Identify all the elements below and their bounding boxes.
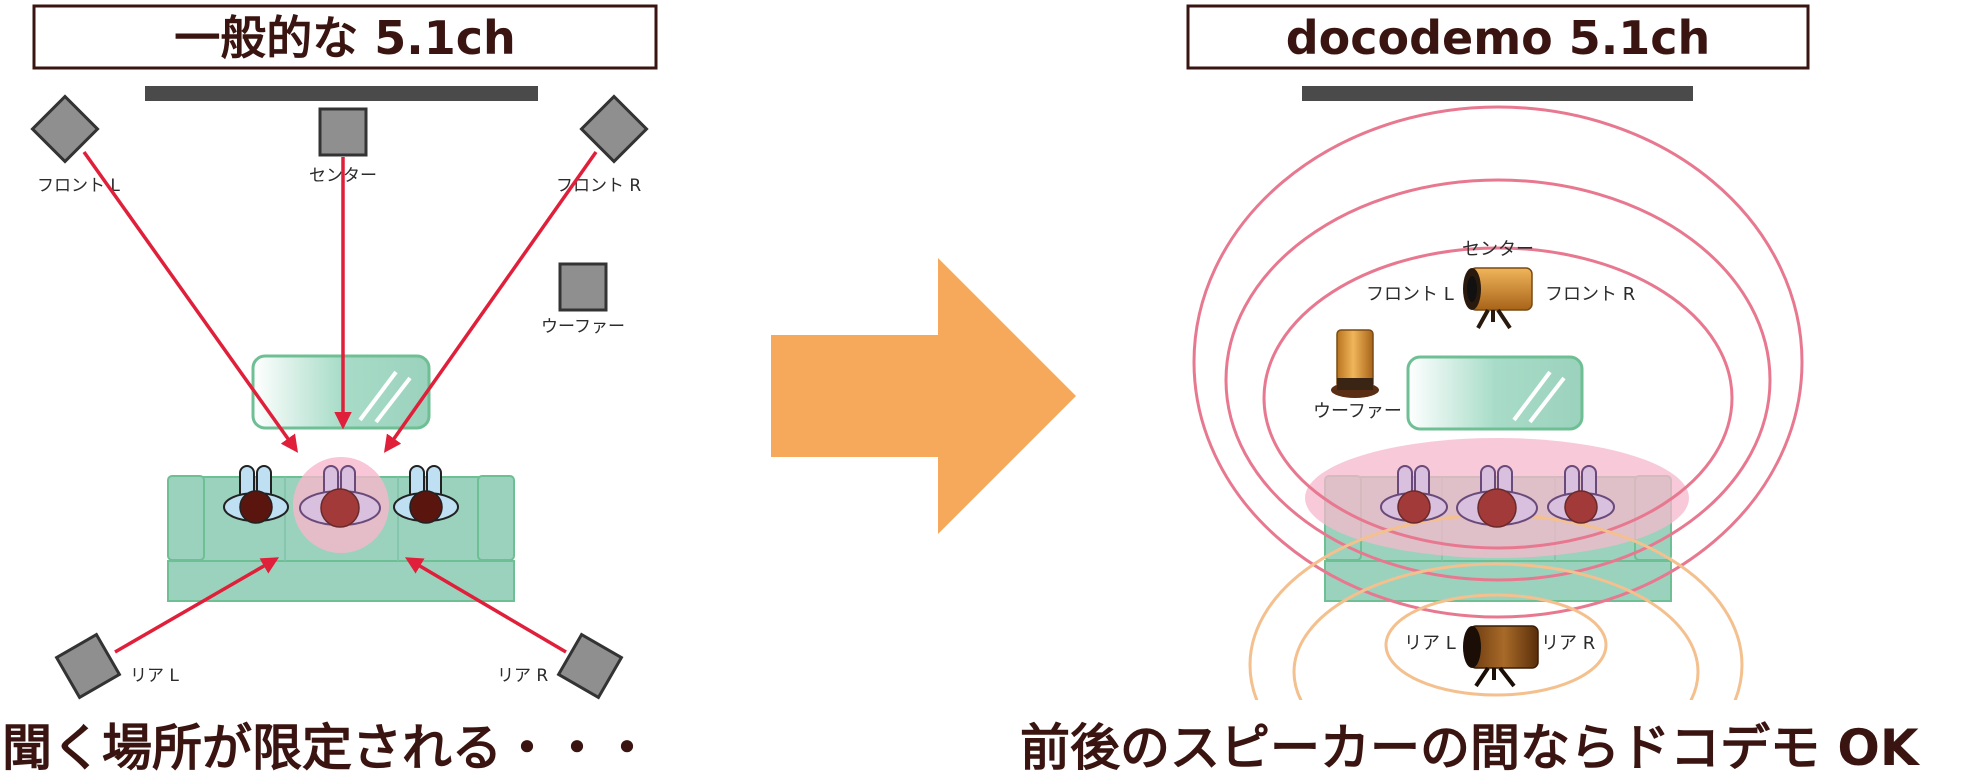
left-person-center bbox=[299, 465, 381, 528]
right-person-left bbox=[1380, 465, 1448, 524]
right-rear-speaker bbox=[1463, 625, 1539, 688]
right-person-right bbox=[1547, 465, 1615, 524]
left-woofer-speaker bbox=[558, 262, 608, 312]
right-rear-r-label: リア R bbox=[1541, 633, 1595, 654]
right-woofer-label: ウーファー bbox=[1313, 401, 1402, 422]
left-rear-l-label: リア L bbox=[130, 666, 179, 686]
right-rear-l-label: リア L bbox=[1404, 633, 1456, 654]
right-center-label: センター bbox=[1462, 239, 1534, 260]
left-front-l-speaker bbox=[30, 94, 100, 164]
left-person-right bbox=[393, 465, 459, 524]
right-panel: docodemo 5.1ch bbox=[1020, 4, 1921, 777]
left-sound-arrows bbox=[82, 150, 598, 654]
arrow-rear-l bbox=[114, 557, 280, 654]
right-title: docodemo 5.1ch bbox=[1286, 11, 1711, 65]
arrow-rear-r bbox=[404, 557, 567, 654]
right-front-r-label: フロント R bbox=[1545, 284, 1635, 305]
right-title-box: docodemo 5.1ch bbox=[1186, 4, 1810, 70]
left-title-box: 一般的な 5.1ch bbox=[32, 4, 658, 70]
right-person-center bbox=[1456, 465, 1538, 528]
left-table bbox=[251, 354, 431, 430]
left-person-left bbox=[223, 465, 289, 524]
right-front-l-label: フロント L bbox=[1366, 284, 1454, 305]
left-front-r-speaker bbox=[579, 94, 649, 164]
left-caption: 聞く場所が限定される・・・ bbox=[2, 719, 652, 777]
right-caption: 前後のスピーカーの間ならドコデモ OK bbox=[1020, 719, 1921, 777]
left-rear-r-speaker bbox=[556, 632, 624, 700]
left-panel: 一般的な 5.1ch フロント L センター フロント R ウーファー リア L… bbox=[2, 4, 658, 777]
right-front-speaker bbox=[1463, 267, 1533, 330]
right-table bbox=[1406, 355, 1584, 431]
left-front-l-label: フロント L bbox=[37, 176, 120, 196]
left-rear-l-speaker bbox=[54, 632, 122, 700]
left-rear-r-label: リア R bbox=[497, 666, 548, 686]
right-woofer-speaker bbox=[1331, 329, 1379, 398]
arrow-front-l bbox=[82, 150, 299, 453]
transition-arrow bbox=[771, 258, 1076, 534]
left-center-speaker bbox=[318, 107, 368, 157]
left-screen-bar bbox=[145, 86, 538, 101]
left-title: 一般的な 5.1ch bbox=[174, 11, 516, 65]
left-woofer-label: ウーファー bbox=[541, 317, 625, 337]
arrow-front-r bbox=[383, 150, 598, 453]
right-screen-bar bbox=[1302, 86, 1693, 101]
